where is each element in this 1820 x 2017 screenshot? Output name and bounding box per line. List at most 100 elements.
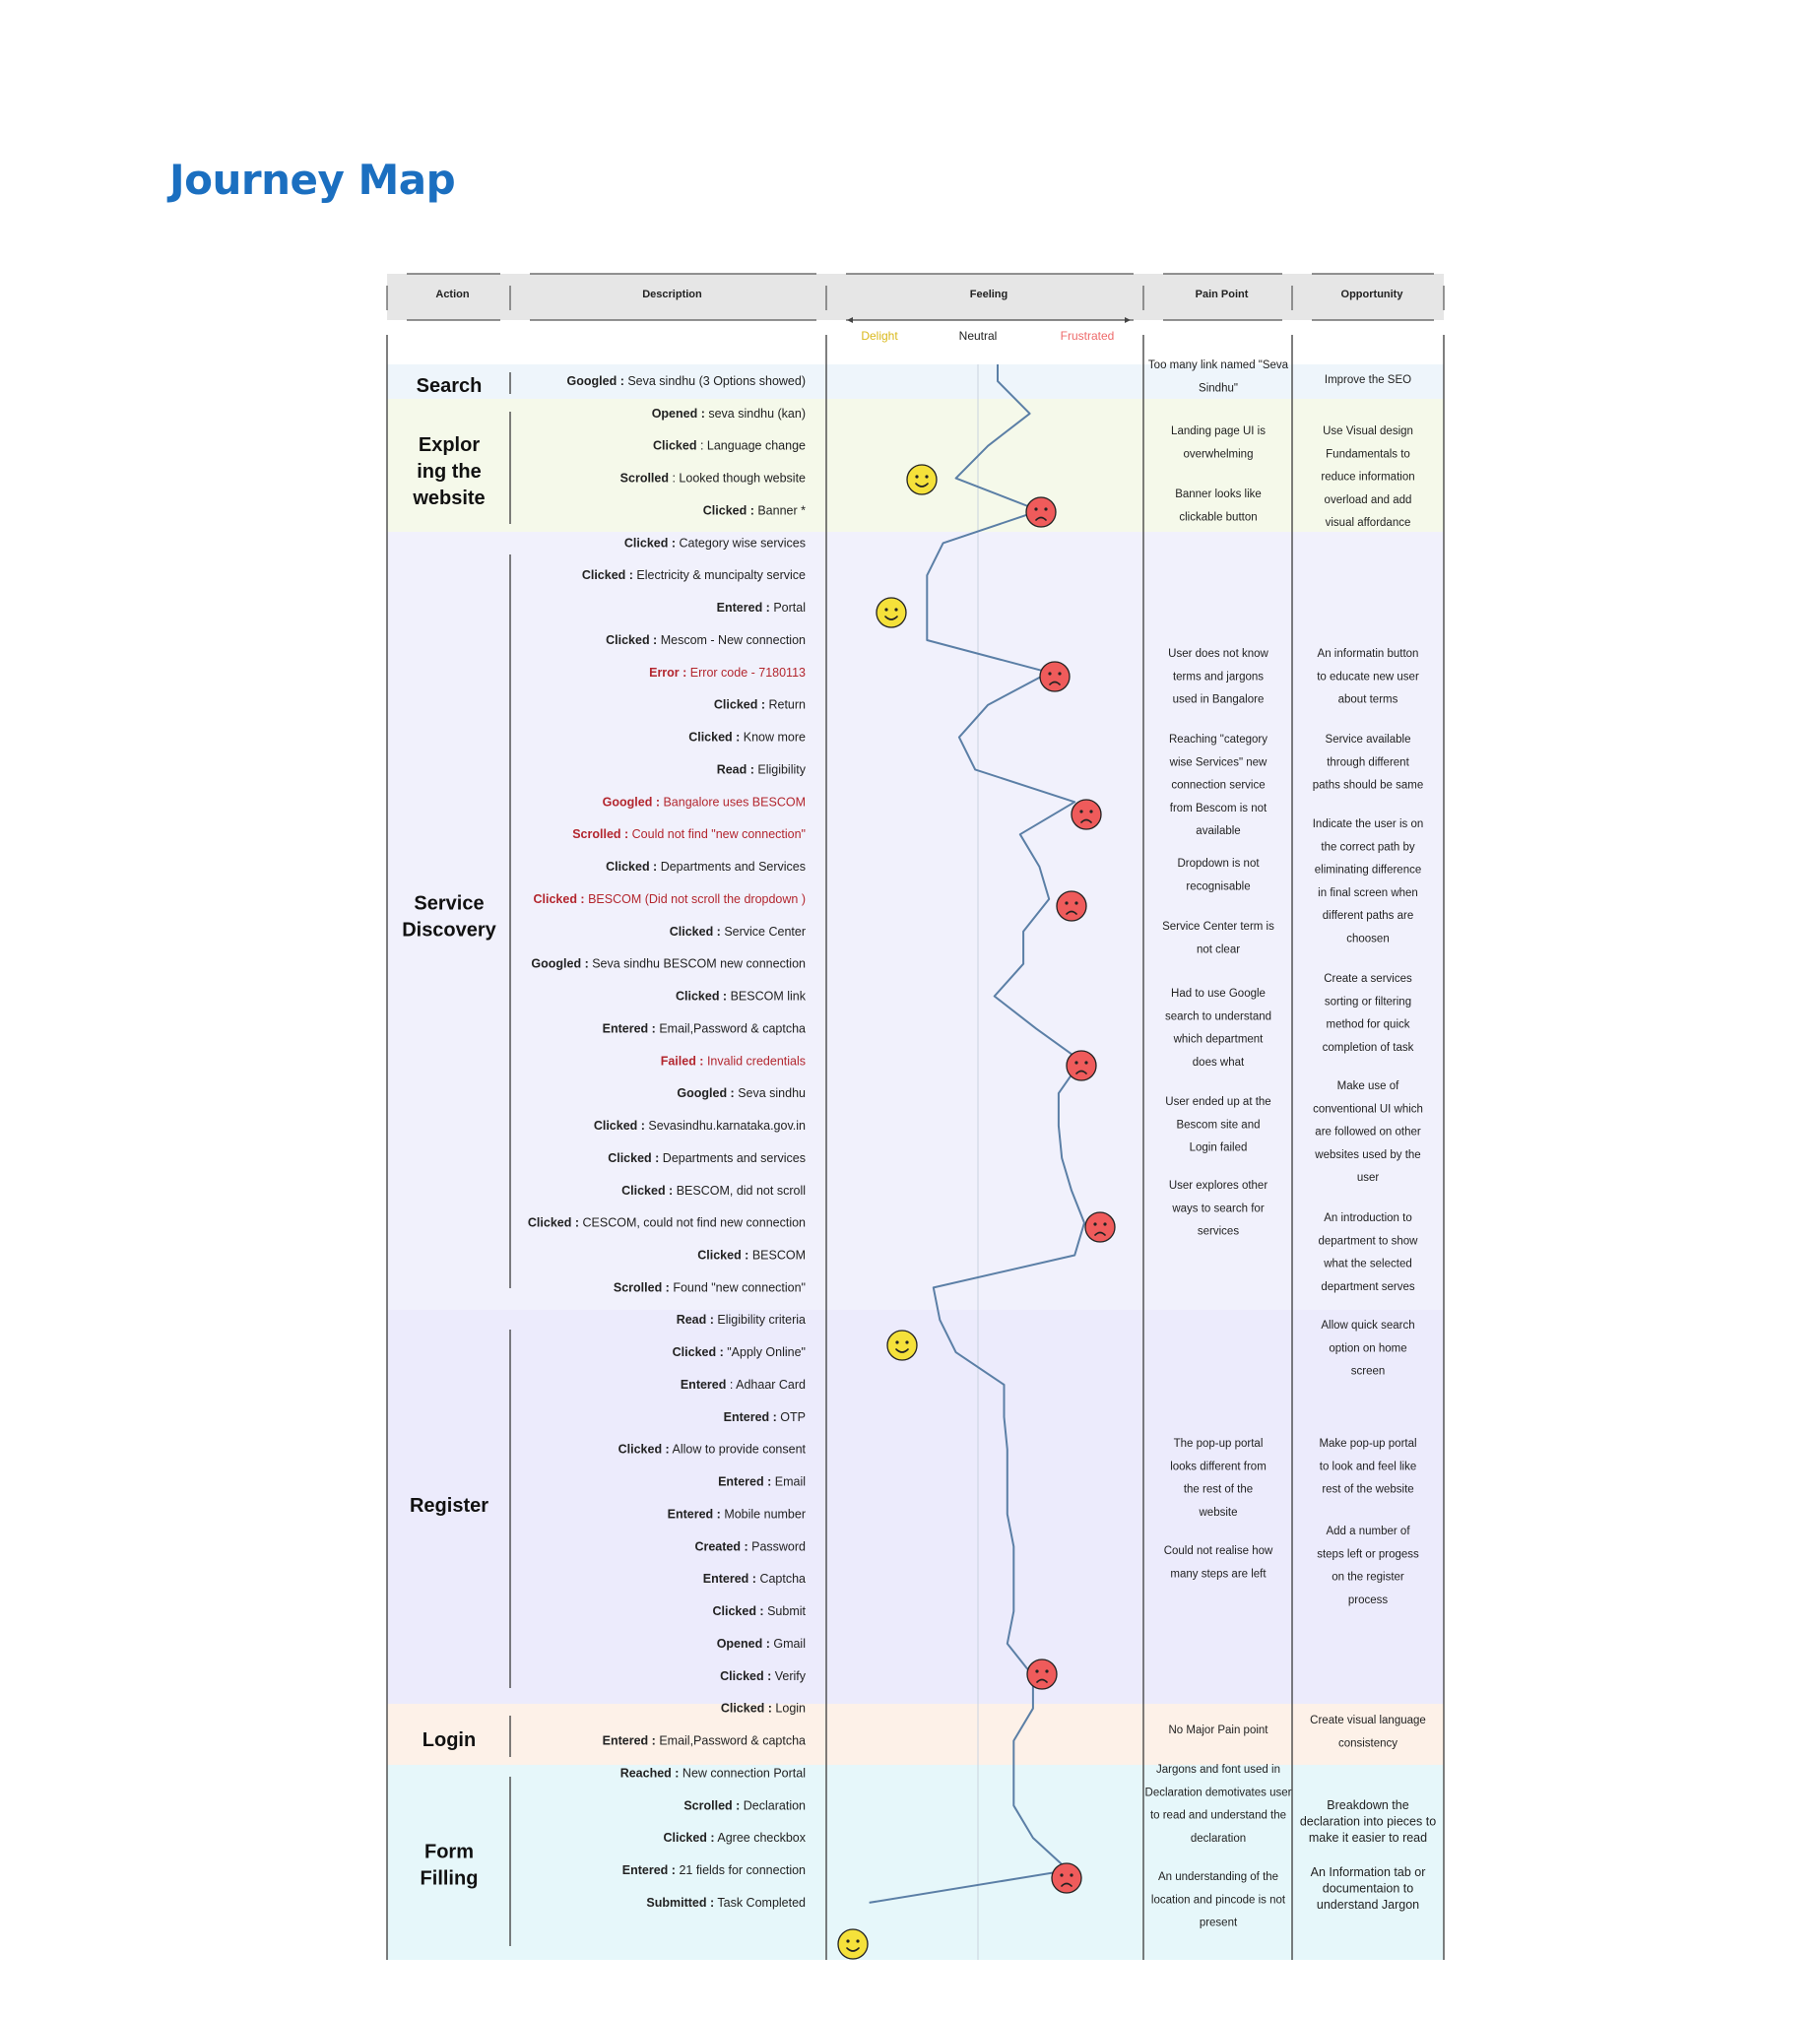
step-description: Clicked : Language change bbox=[653, 439, 806, 453]
stage-band-2 bbox=[387, 399, 1444, 532]
step-description: Clicked : BESCOM (Did not scroll the dro… bbox=[534, 892, 807, 906]
step-description: Entered : Mobile number bbox=[668, 1507, 806, 1521]
step-description: Scrolled : Looked though website bbox=[620, 472, 806, 486]
sad-face-icon bbox=[1084, 1211, 1116, 1243]
step-description: Read : Eligibility bbox=[717, 762, 807, 776]
step-description: Entered : Email,Password & captcha bbox=[603, 1021, 806, 1035]
step-description: Clicked : Verify bbox=[720, 1669, 807, 1683]
pain-point: No Major Pain point bbox=[1169, 1724, 1269, 1736]
column-lines bbox=[386, 335, 1445, 1960]
stage-label: Login bbox=[422, 1729, 476, 1751]
step-description: Clicked : Return bbox=[714, 698, 806, 712]
step-description: Googled : Bangalore uses BESCOM bbox=[603, 795, 806, 809]
column-header-pain-point: Pain Point bbox=[1196, 289, 1249, 300]
step-description: Entered : Email bbox=[718, 1475, 806, 1489]
step-description: Submitted : Task Completed bbox=[646, 1896, 806, 1910]
opportunity: Improve the SEO bbox=[1325, 374, 1411, 386]
stage-band-6 bbox=[387, 1765, 1444, 1960]
column-header-action: Action bbox=[435, 289, 470, 300]
scale-label-delight: Delight bbox=[861, 329, 898, 343]
step-description: Clicked : Electricity & muncipalty servi… bbox=[582, 568, 806, 582]
stage-band-3 bbox=[387, 532, 1444, 1310]
feeling-scale-arrow-left bbox=[847, 317, 853, 323]
happy-face-icon bbox=[837, 1928, 869, 1960]
sad-face-icon bbox=[1066, 1050, 1097, 1081]
scale-label-neutral: Neutral bbox=[959, 329, 998, 343]
page-title: Journey Map bbox=[169, 156, 456, 204]
step-description: Clicked : Allow to provide consent bbox=[618, 1443, 807, 1457]
step-list: Googled : Seva sindhu (3 Options showed)… bbox=[528, 374, 807, 1910]
stage-label: Register bbox=[410, 1495, 488, 1517]
sad-face-icon bbox=[1026, 1659, 1058, 1690]
step-description: Entered : Captcha bbox=[703, 1572, 806, 1586]
step-description: Scrolled : Found "new connection" bbox=[614, 1280, 806, 1294]
step-description: Clicked : Submit bbox=[713, 1604, 807, 1618]
feeling-curve-line bbox=[869, 364, 1085, 1904]
stage-band-5 bbox=[387, 1704, 1444, 1765]
step-description: Reached : New connection Portal bbox=[620, 1766, 806, 1780]
column-header-description: Description bbox=[642, 289, 702, 300]
feeling-scale-arrow-right bbox=[1125, 317, 1131, 323]
step-description: Clicked : CESCOM, could not find new con… bbox=[528, 1216, 806, 1230]
step-description: Clicked : Departments and services bbox=[608, 1151, 806, 1165]
step-description: Googled : Seva sindhu bbox=[677, 1086, 806, 1100]
step-description: Clicked : Category wise services bbox=[624, 536, 806, 550]
step-description: Clicked : "Apply Online" bbox=[673, 1345, 806, 1359]
step-description: Clicked : BESCOM link bbox=[676, 990, 807, 1004]
step-description: Entered : Email,Password & captcha bbox=[603, 1734, 806, 1748]
happy-face-icon bbox=[876, 597, 907, 628]
step-description: Clicked : Banner * bbox=[703, 503, 806, 517]
step-description: Entered : 21 fields for connection bbox=[622, 1863, 806, 1877]
step-description: Clicked : Agree checkbox bbox=[663, 1831, 806, 1845]
step-description: Googled : Seva sindhu (3 Options showed) bbox=[567, 374, 806, 388]
feeling-curve bbox=[869, 364, 1085, 1904]
step-description: Error : Error code - 7180113 bbox=[649, 666, 806, 680]
step-description: Clicked : Sevasindhu.karnataka.gov.in bbox=[594, 1119, 806, 1133]
step-description: Clicked : BESCOM, did not scroll bbox=[621, 1184, 806, 1198]
step-description: Clicked : BESCOM bbox=[697, 1248, 806, 1262]
sad-face-icon bbox=[1071, 799, 1102, 830]
sad-face-icon bbox=[1051, 1862, 1082, 1894]
stage-band-1 bbox=[387, 364, 1444, 399]
happy-face-icon bbox=[886, 1330, 918, 1361]
step-description: Clicked : Login bbox=[721, 1702, 806, 1716]
step-description: Read : Eligibility criteria bbox=[677, 1313, 806, 1327]
step-description: Entered : Portal bbox=[717, 601, 806, 615]
sad-face-icon bbox=[1025, 496, 1057, 528]
step-description: Clicked : Mescom - New connection bbox=[606, 633, 806, 647]
stage-bands bbox=[387, 364, 1444, 1960]
step-description: Googled : Seva sindhu BESCOM new connect… bbox=[531, 957, 806, 971]
stage-band-4 bbox=[387, 1310, 1444, 1704]
happy-face-icon bbox=[906, 464, 938, 495]
step-description: Opened : Gmail bbox=[717, 1637, 806, 1651]
step-description: Scrolled : Could not find "new connectio… bbox=[572, 827, 806, 841]
header-bar bbox=[387, 274, 1444, 320]
step-description: Clicked : Departments and Services bbox=[606, 860, 806, 874]
